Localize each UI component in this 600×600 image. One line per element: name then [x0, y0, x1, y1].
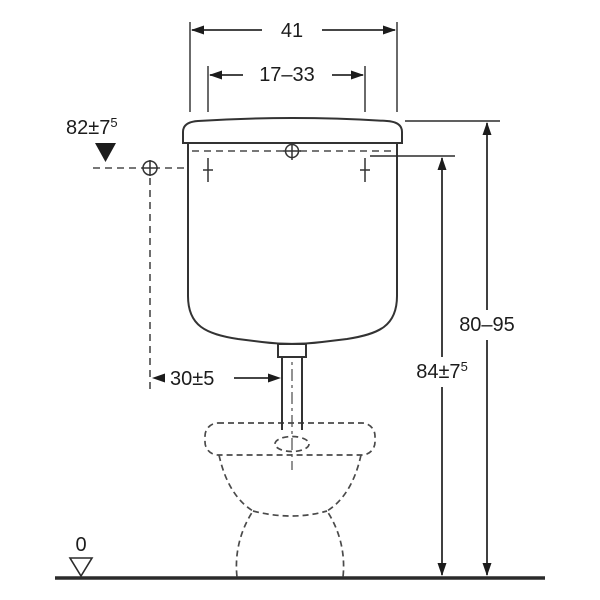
dim-supply-offset: 30±5	[152, 368, 281, 390]
cistern-body	[187, 142, 398, 345]
label-install-height: 80–95	[459, 314, 515, 336]
pipe-coupling	[277, 343, 307, 358]
bowl-right-profile	[325, 454, 362, 578]
floor-datum: 0	[68, 534, 94, 578]
cistern	[182, 117, 403, 345]
toilet-bowl	[204, 422, 376, 578]
dim-fixing-hole-spacing: 17–33	[207, 64, 366, 112]
dim-fixing-height: 84±75	[370, 155, 468, 576]
datum-arrow-supply	[95, 143, 116, 162]
dim-supply-height: 82±75	[66, 115, 118, 162]
label-cistern-width: 41	[281, 20, 303, 42]
label-fixing-hole-spacing: 17–33	[259, 64, 315, 86]
bowl-waist	[252, 510, 328, 517]
dim-cistern-width: 41	[189, 20, 398, 112]
dim-install-height: 80–95	[405, 120, 515, 576]
fixing-hole-left	[203, 158, 213, 182]
fixing-hole-right	[360, 158, 370, 182]
flush-pipe	[277, 300, 307, 470]
bowl-rim	[204, 422, 376, 456]
datum-triangle-floor	[68, 557, 94, 578]
supply-connection	[93, 160, 188, 390]
bowl-inlet	[274, 435, 310, 453]
label-floor-datum: 0	[75, 534, 86, 556]
bowl-left-profile	[218, 454, 255, 578]
label-fixing-height: 84±75	[416, 359, 468, 383]
cistern-lid	[182, 117, 403, 144]
label-supply-offset: 30±5	[170, 368, 214, 390]
label-supply-height: 82±75	[66, 115, 118, 139]
